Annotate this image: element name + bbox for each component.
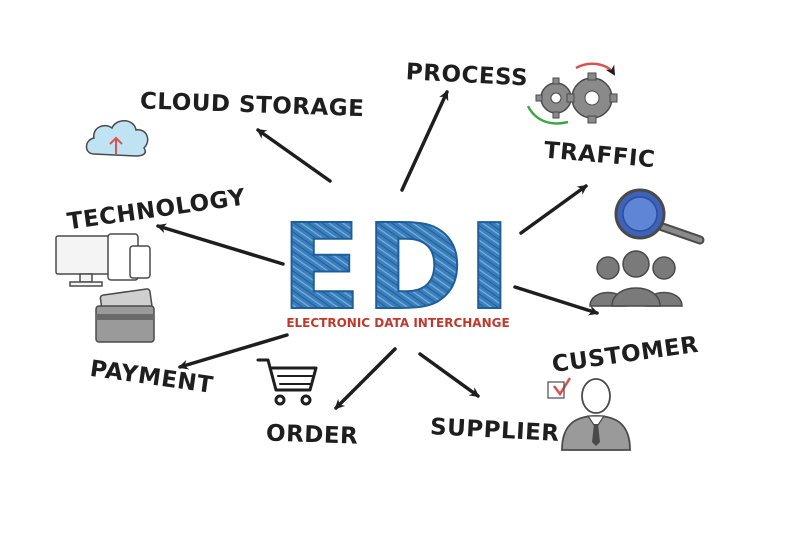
devices-icon bbox=[55, 233, 151, 287]
businessman-icon bbox=[547, 377, 631, 451]
cloud-upload-icon bbox=[85, 120, 149, 157]
label-process: PROCESS bbox=[405, 59, 529, 91]
shopping-cart-icon bbox=[256, 358, 318, 406]
people-icon bbox=[589, 250, 683, 307]
arrow-to-cloud-storage bbox=[256, 128, 332, 183]
label-supplier: SUPPLIER bbox=[429, 414, 560, 447]
credit-cards-icon bbox=[95, 288, 155, 343]
diagram-subtitle: ELECTRONIC DATA INTERCHANGE bbox=[286, 316, 509, 330]
arrow-to-customer bbox=[513, 285, 599, 316]
arrow-to-process bbox=[400, 90, 449, 192]
label-cloud-storage: CLOUD STORAGE bbox=[140, 88, 365, 122]
label-technology: TECHNOLOGY bbox=[66, 185, 248, 236]
label-traffic: TRAFFIC bbox=[543, 138, 656, 174]
label-customer: CUSTOMER bbox=[550, 332, 700, 378]
arrow-to-payment bbox=[178, 333, 289, 370]
arrow-to-order bbox=[334, 347, 397, 410]
magnifier-icon bbox=[614, 188, 705, 245]
label-order: ORDER bbox=[266, 420, 359, 449]
arrows bbox=[156, 90, 599, 410]
gears-icon bbox=[526, 62, 618, 125]
arrow-to-traffic bbox=[519, 184, 588, 235]
diagram-title: EDI bbox=[281, 198, 515, 336]
arrow-to-technology bbox=[156, 223, 285, 266]
arrow-to-supplier bbox=[418, 352, 480, 398]
